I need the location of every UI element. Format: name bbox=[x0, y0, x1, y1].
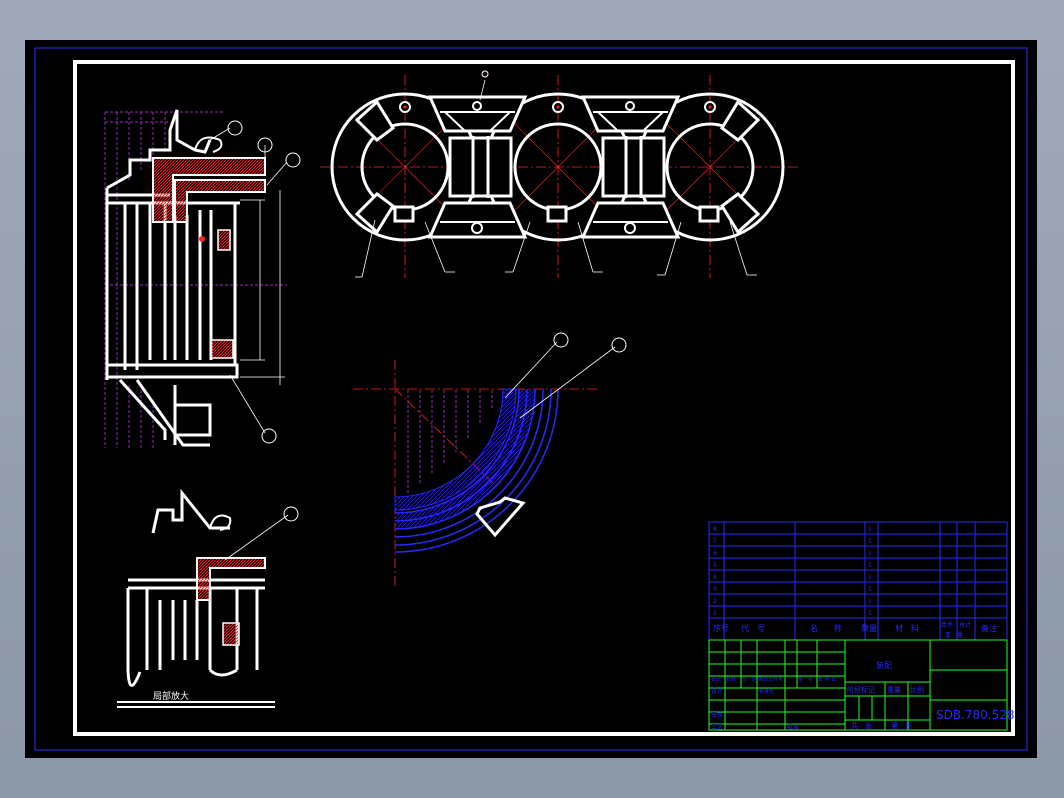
bom-header-material: 材 料 bbox=[895, 623, 919, 633]
rev-header-doc: 更改文件号 bbox=[758, 676, 783, 683]
title-block-sheet-no: 第 张 bbox=[891, 721, 912, 730]
bom-row-no: 7 bbox=[713, 538, 717, 545]
callout-balloon bbox=[227, 120, 243, 136]
rev-header-count: 处数 bbox=[726, 676, 736, 683]
bom-header-code: 代 号 bbox=[741, 623, 765, 633]
local-detail-view bbox=[117, 488, 289, 708]
top-plan-view bbox=[320, 70, 800, 278]
bom-row-qty: 1 bbox=[868, 574, 872, 581]
title-block-sheets-total: 共 张 bbox=[851, 721, 872, 730]
bom-row-qty: 1 bbox=[868, 562, 872, 569]
callout-balloon bbox=[611, 337, 627, 353]
detail-view-label: 局部放大 bbox=[153, 690, 189, 702]
cad-drawing-canvas: 序号 代 号 名 称 数量 材 料 单件 总计 重 量 备注 817161514… bbox=[34, 47, 1028, 751]
bill-of-materials bbox=[708, 521, 1008, 641]
bom-row-qty: 1 bbox=[868, 598, 872, 605]
bom-row-qty: 1 bbox=[868, 610, 872, 617]
bom-row-no: 8 bbox=[713, 526, 717, 533]
title-block-weight: 重量 bbox=[887, 686, 901, 694]
bom-row-no: 3 bbox=[713, 586, 717, 593]
bom-row-qty: 1 bbox=[868, 550, 872, 557]
bom-row-qty: 1 bbox=[868, 526, 872, 533]
side-section-view bbox=[104, 109, 288, 448]
bom-row-no: 4 bbox=[713, 574, 717, 581]
bom-row-no: 1 bbox=[713, 610, 717, 617]
bom-header-qty: 数量 bbox=[861, 623, 877, 633]
title-block bbox=[708, 639, 1008, 731]
callout-balloon bbox=[261, 428, 277, 444]
bom-header-remark: 备注 bbox=[981, 623, 997, 633]
callout-balloon bbox=[283, 506, 299, 522]
bom-row-no: 5 bbox=[713, 562, 717, 569]
quarter-arc-detail bbox=[353, 341, 616, 588]
title-block-stage: 阶段标记 bbox=[847, 685, 875, 694]
callout-balloon bbox=[285, 152, 301, 168]
role-approve: 批准 bbox=[787, 723, 799, 731]
rev-header-zone: 分 区 bbox=[742, 676, 757, 683]
callout-balloon bbox=[553, 332, 569, 348]
sheet-outer-frame bbox=[34, 47, 1028, 751]
title-block-scale: 比例 bbox=[910, 685, 924, 694]
drawing-number: SDB.780.528 bbox=[936, 708, 1015, 722]
centerlines-top bbox=[320, 75, 800, 278]
role-review: 审核 bbox=[711, 711, 723, 719]
clamp-blocks bbox=[427, 95, 681, 239]
bom-row-no: 2 bbox=[713, 598, 717, 605]
bom-header-no: 序号 bbox=[713, 623, 729, 633]
rev-header-sign: 签 名 bbox=[798, 676, 813, 683]
callout-balloon bbox=[257, 137, 273, 153]
bom-row-qty: 1 bbox=[868, 538, 872, 545]
bom-header-name: 名 称 bbox=[810, 623, 842, 633]
role-design: 设计 bbox=[711, 687, 723, 695]
bom-header-total: 总计 bbox=[959, 621, 971, 629]
bom-row-qty: 1 bbox=[868, 586, 872, 593]
role-standardization: 标准化 bbox=[759, 688, 774, 695]
title-block-title: 装配 bbox=[876, 660, 892, 670]
bom-row-no: 6 bbox=[713, 550, 717, 557]
bom-header-single: 单件 bbox=[941, 621, 953, 629]
role-process: 工艺 bbox=[711, 723, 723, 731]
callout-balloon bbox=[481, 70, 489, 78]
bom-header-weight: 重 量 bbox=[945, 631, 963, 639]
rev-header-date: 年 月 日 bbox=[818, 676, 836, 683]
arc-segment-pad bbox=[475, 496, 526, 538]
rev-header-mark: 标记 bbox=[711, 676, 721, 683]
drawing-border bbox=[73, 60, 1015, 736]
